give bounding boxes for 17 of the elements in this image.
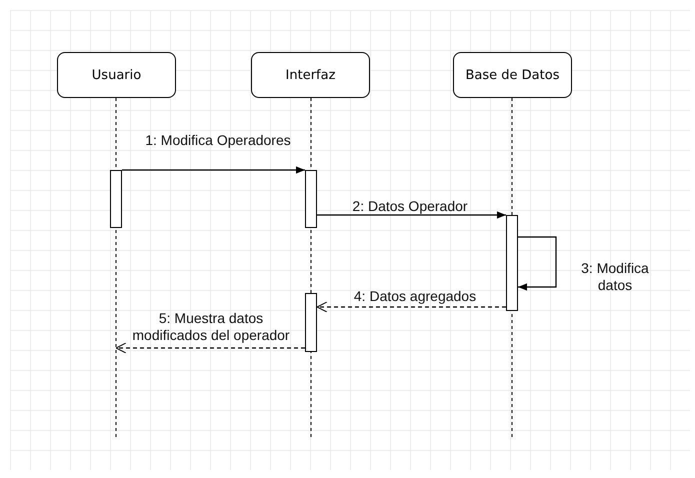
message-arrow [317,211,506,219]
message-label: 1: Modifica Operadores [144,132,292,149]
activation-bar [506,215,518,311]
message-label: 3: Modifica datos [580,260,650,294]
message-arrow [116,342,305,354]
participant-box: Interfaz [251,52,370,98]
message-label: 2: Datos Operador [351,198,469,215]
message-arrow [122,166,305,174]
message-arrow [316,302,506,312]
activation-bar [305,170,317,228]
activation-bar [305,293,317,352]
message-arrow [518,236,557,291]
message-label: 5: Muestra datos modificados del operador [131,310,291,344]
participant-box: Base de Datos [453,52,572,98]
activation-bar [110,170,122,228]
participant-box: Usuario [57,52,176,98]
message-label: 4: Datos agregados [352,288,478,305]
